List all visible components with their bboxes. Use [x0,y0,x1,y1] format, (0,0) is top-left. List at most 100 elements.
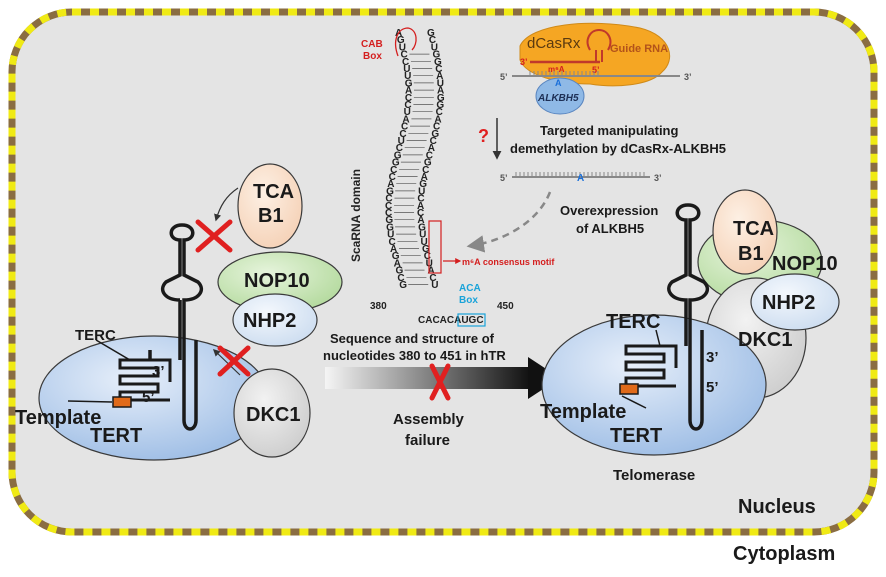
rna-nucleotide: C [436,107,443,118]
nop10-left: NOP10 [217,251,343,313]
tert-label-right: TERT [610,425,662,447]
tcab1-right [712,189,778,275]
rna-nucleotide: G [437,93,445,104]
tcab1-left-line1: TCA [253,181,294,203]
rna-nucleotide: C [405,93,412,104]
rna-nucleotide: G [394,150,402,161]
red-x-icon [429,363,451,401]
nhp2-right-label: NHP2 [762,292,815,314]
sequence-caption-line2: nucleotides 380 to 451 in hTR [323,348,506,363]
left-complex: TERC 3’ 5’ Template TERT [15,223,270,461]
tcab1-left-line2: B1 [258,205,284,227]
nhp2-left: NHP2 [232,293,318,347]
rna-nucleotide: G [436,100,444,111]
m6a-motif-box [428,220,442,274]
rna-nucleotide: A [417,215,424,226]
rna-nucleotide: C [417,194,424,205]
a-letter-bottom: A [577,173,584,184]
rna-nucleotide: C [429,273,436,284]
terc-rna-path-right [624,344,678,388]
template-box-right [619,383,639,395]
dkc1-binding-arrow [212,349,241,376]
rna-nucleotide: U [431,280,438,291]
red-x-icon [195,219,233,253]
sequence-caption-line1: Sequence and structure of [330,331,495,346]
tcab1-left: TCA B1 [237,163,303,249]
aca-box-label-line2: Box [459,295,478,306]
rna-nucleotide: A [428,266,435,277]
five-prime-right: 5’ [706,379,719,396]
rna-nucleotide: C [388,237,395,248]
nt-380-label: 380 [370,301,387,312]
nucleus-label: Nucleus [738,496,816,518]
rna-nucleotide: C [417,208,424,219]
nop10-left-label: NOP10 [244,270,310,292]
dkc1-left-label: DKC1 [246,404,300,426]
rna-nucleotide: G [392,251,400,262]
tcab1-binding-arrow [214,187,239,222]
terc-label-left: TERC [75,327,116,344]
rna-nucleotide: A [402,114,409,125]
alkbh5-bubble-label: ALKBH5 [537,93,579,104]
nhp2-left-label: NHP2 [243,310,296,332]
template-label-left: Template [15,407,101,429]
rna-nucleotide: U [418,186,425,197]
guide-rna-label: Guide RNA [610,43,668,55]
tert-label-left: TERT [90,425,142,447]
rna-nucleotide: G [418,222,426,233]
rna-nucleotide: G [422,244,430,255]
assembly-label-line2: failure [405,432,450,449]
rna-nucleotide: G [432,50,440,61]
rna-nucleotide: C [430,136,437,147]
rna-nucleotide: U [419,230,426,241]
overexpression-arrow [466,191,552,253]
rna-nucleotide: G [424,158,432,169]
scarna-domain-label: ScaRNA domain [349,169,363,262]
rna-nucleotide: A [434,114,441,125]
rna-nucleotide: C [435,64,442,75]
rna-nucleotide: C [390,165,397,176]
guide-rna-hairpin [586,28,612,62]
five-prime-left: 5’ [142,389,155,406]
rna-nucleotide: U [404,107,411,118]
rna-nucleotide: C [397,273,404,284]
nhp2-right [750,273,840,331]
dcasrx-complex: dCasRx Guide RNA 3’ 5’ m⁶A ALKBH5 [519,22,671,115]
target-rna-top: 5’ 3’ A [500,71,692,88]
rna-nucleotide: U [431,42,438,53]
aca-box-label-line1: ACA [459,283,481,294]
overexpression-line1: Overexpression [560,203,658,218]
rna-nucleotide: C [402,57,409,68]
template-box-left [112,396,132,408]
rna-nucleotide: C [424,251,431,262]
strand-five-bottom: 5’ [500,173,508,183]
rna-nucleotide: C [385,208,392,219]
m6a-motif-label: m⁶A consensus motif [462,257,555,267]
terc-pointer-right [655,329,661,347]
rna-nucleotide: C [396,143,403,154]
cytoplasm-label: Cytoplasm [733,543,835,565]
three-prime-right: 3’ [706,349,719,366]
question-mark: ? [478,126,489,146]
rna-nucleotide: U [420,237,427,248]
overexpression-line2: of ALKBH5 [576,221,644,236]
strand-three-top: 3’ [684,72,692,82]
template-label-right: Template [540,401,626,423]
aca-box-outline [457,313,486,327]
target-rna-bottom: 5’ 3’ A [500,172,662,184]
tcab1-right-line1: TCA [733,218,774,240]
rna-nucleotide: A [428,143,435,154]
rna-nucleotide: A [437,86,444,97]
rna-nucleotide: C [400,50,407,61]
terc-label-right: TERC [606,311,660,333]
rna-nucleotide: G [419,179,427,190]
telomerase-label: Telomerase [613,467,695,484]
three-prime-left: 3’ [152,363,165,380]
guide-five-prime: 5’ [592,65,600,75]
rna-nucleotide: U [399,42,406,53]
cab-box-outline [394,27,417,57]
rna-nucleotide: G [431,129,439,140]
terc-hairpin-right [667,203,710,431]
